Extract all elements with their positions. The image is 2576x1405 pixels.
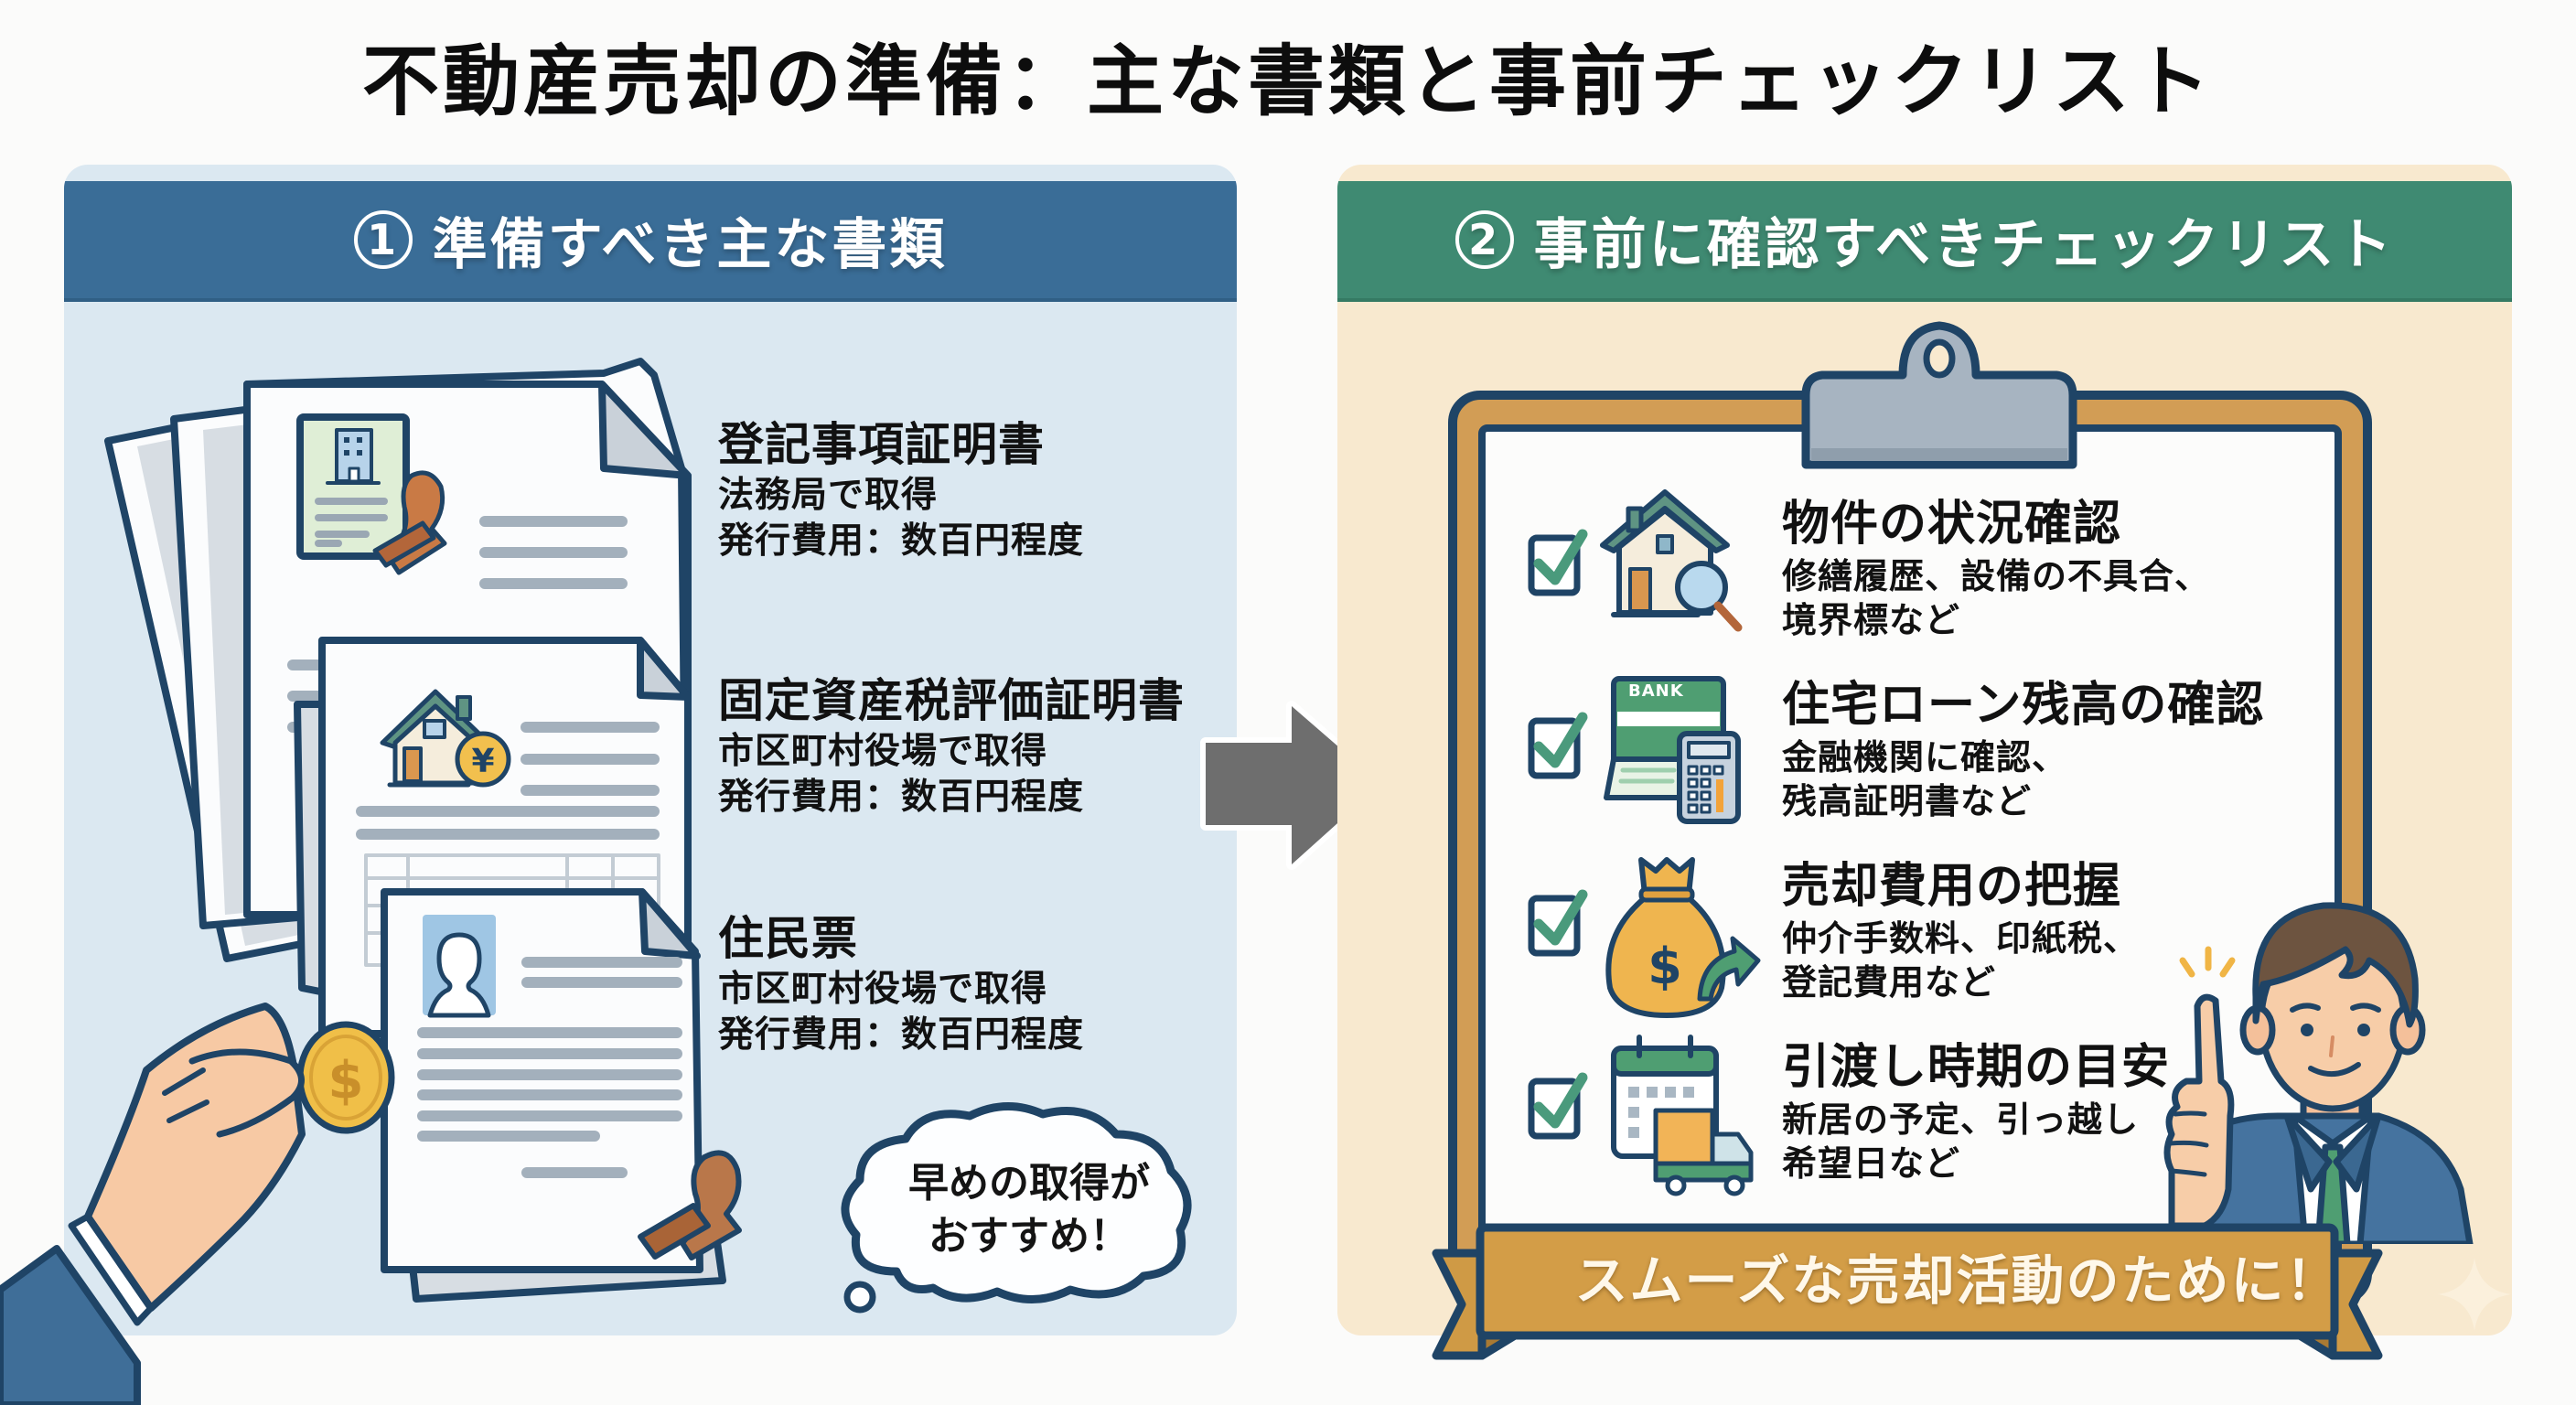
bubble-line-1: 早めの取得が [908, 1160, 1150, 1207]
document-name: 住民票 [718, 912, 858, 965]
checklist-item-detail: 修繕履歴、設備の不具合、 [1782, 556, 2211, 596]
thought-bubble [841, 1102, 1192, 1314]
document-where: 法務局で取得 [718, 475, 939, 516]
document-name: 登記事項証明書 [718, 418, 1045, 471]
checklist-item: 引渡し時期の目安 新居の予定、引っ越し 希望日など [1782, 1037, 2170, 1185]
house-magnifier-icon [1600, 489, 1743, 632]
document-entry: 固定資産税評価証明書 市区町村役場で取得 発行費用：数百円程度 [718, 672, 1185, 820]
checkbox-checked-icon [1528, 712, 1588, 779]
number-badge-2: 2 [1454, 210, 1514, 269]
documents-panel-title: 準備すべき主な書類 [432, 212, 948, 277]
checklist-item-detail: 登記費用など [1782, 962, 1997, 1003]
clipboard-clip-icon [1801, 321, 2077, 469]
document-cost: 発行費用：数百円程度 [718, 520, 1085, 562]
bank-label: BANK [1628, 681, 1684, 701]
person-silhouette-icon [427, 932, 491, 1018]
document-where: 市区町村役場で取得 [718, 731, 1048, 772]
bubble-text: 早めの取得が おすすめ！ [878, 1157, 1180, 1263]
checklist-icons: $ [1528, 489, 1761, 1196]
ribbon-text: スムーズな売却活動のために！ [1574, 1249, 2341, 1312]
checkbox-checked-icon [1528, 1072, 1588, 1140]
checklist-item-detail: 新居の予定、引っ越し [1782, 1099, 2140, 1140]
checklist-item: 売却費用の把握 仲介手数料、印紙税、 登記費用など [1782, 856, 2139, 1004]
documents-illustration: ¥ [0, 358, 742, 1405]
checklist-item: 住宅ローン残高の確認 金融機関に確認、 残高証明書など [1782, 675, 2264, 823]
yen-coin-icon: ¥ [455, 731, 511, 788]
checklist-item-detail: 仲介手数料、印紙税、 [1782, 918, 2140, 959]
bankbook-calculator-icon [1604, 676, 1741, 824]
svg-text:$: $ [328, 1051, 364, 1110]
document-name: 固定資産税評価証明書 [718, 674, 1185, 727]
resident-record-sheet [381, 888, 742, 1303]
svg-text:¥: ¥ [471, 743, 494, 780]
building-icon [326, 428, 381, 485]
document-where: 市区町村役場で取得 [718, 969, 1048, 1010]
money-bag-icon: $ [1605, 857, 1761, 1018]
document-entry: 住民票 市区町村役場で取得 発行費用：数百円程度 [718, 910, 1084, 1058]
stamp-icon [638, 1150, 742, 1260]
checklist-item-title: 住宅ローン残高の確認 [1782, 678, 2265, 733]
document-entry: 登記事項証明書 法務局で取得 発行費用：数百円程度 [718, 416, 1084, 564]
dollar-coin-icon: $ [296, 1021, 395, 1134]
page-title: 不動産売却の準備：主な書類と事前チェックリスト [361, 37, 2214, 126]
checklist-item: 物件の状況確認 修繕履歴、設備の不具合、 境界標など [1782, 494, 2210, 642]
checklist-item-title: 物件の状況確認 [1782, 497, 2122, 552]
checklist-item-detail: 金融機関に確認、 [1782, 737, 2068, 778]
document-cost: 発行費用：数百円程度 [718, 777, 1085, 818]
svg-text:$: $ [1648, 938, 1682, 995]
stamp-icon [372, 470, 447, 575]
bubble-line-2: おすすめ！ [928, 1213, 1130, 1260]
right-arrow-icon [1200, 701, 1387, 870]
checklist-item-detail: 希望日など [1782, 1143, 1961, 1184]
documents-panel-header: 1 準備すべき主な書類 [64, 181, 1237, 302]
checkbox-checked-icon [1528, 529, 1588, 596]
checklist-panel-header: 2 事前に確認すべきチェックリスト [1337, 181, 2512, 302]
checklist-item-title: 売却費用の把握 [1782, 859, 2122, 914]
checklist-item-title: 引渡し時期の目安 [1782, 1040, 2171, 1095]
businessman-thumbs-up-icon [2163, 902, 2474, 1244]
calendar-truck-icon [1611, 1035, 1754, 1196]
checkbox-checked-icon [1528, 889, 1588, 957]
hand-holding-coin-icon: $ [0, 1003, 395, 1405]
checklist-panel-title: 事前に確認すべきチェックリスト [1533, 212, 2395, 277]
document-cost: 発行費用：数百円程度 [718, 1014, 1085, 1056]
ribbon-banner [1432, 1223, 2383, 1360]
checklist-item-detail: 境界標など [1782, 600, 1961, 640]
checklist-item-detail: 残高証明書など [1782, 781, 2033, 821]
sparkle-icon [2438, 1258, 2511, 1331]
number-badge-1: 1 [353, 210, 413, 269]
